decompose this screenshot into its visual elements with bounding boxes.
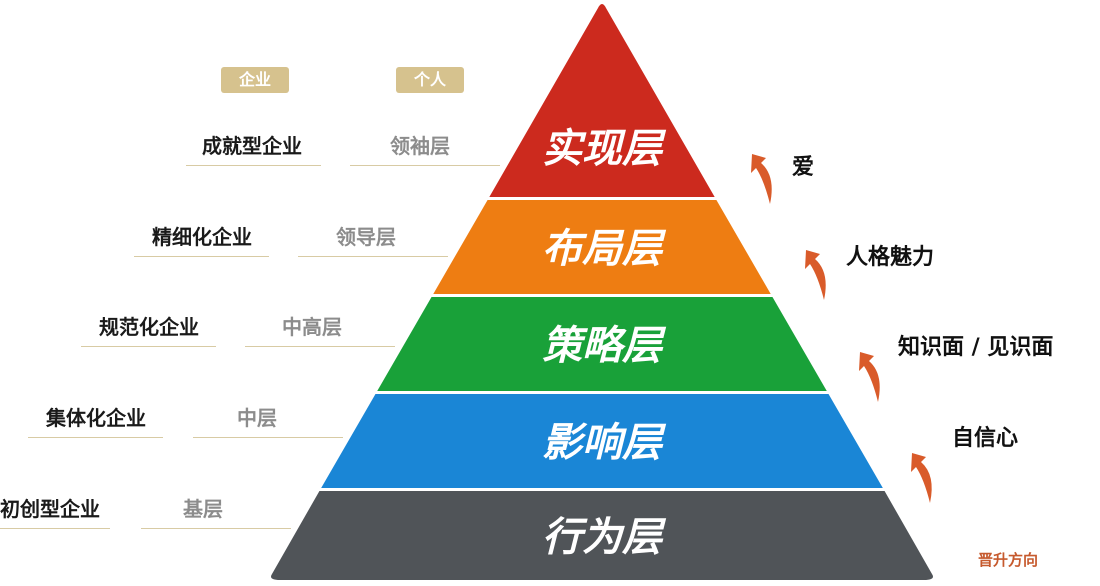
level-band-behavior: 行为层 bbox=[271, 491, 933, 580]
level-name: 行为层 bbox=[542, 515, 667, 561]
individual-label-manager: 领导层 bbox=[336, 225, 396, 249]
level-band-layout: 布局层 bbox=[433, 200, 771, 294]
enterprise-underline bbox=[0, 528, 110, 529]
enterprise-underline bbox=[28, 437, 163, 438]
level-name: 布局层 bbox=[542, 226, 667, 272]
level-name: 策略层 bbox=[542, 323, 667, 369]
individual-label-leader: 领袖层 bbox=[390, 134, 450, 158]
promotion-arrow-icon bbox=[911, 453, 932, 503]
individual-label-middle: 中层 bbox=[237, 406, 277, 430]
individual-tag: 个人 bbox=[396, 67, 464, 93]
enterprise-label-standardized: 规范化企业 bbox=[99, 315, 199, 339]
trait-love: 爱 bbox=[792, 155, 815, 180]
level-band-strategy: 策略层 bbox=[377, 297, 827, 391]
trait-confidence: 自信心 bbox=[952, 426, 1019, 451]
individual-underline bbox=[245, 346, 395, 347]
individual-underline bbox=[350, 165, 500, 166]
enterprise-label-startup: 初创型企业 bbox=[0, 497, 100, 521]
enterprise-underline bbox=[186, 165, 321, 166]
level-band-influence: 影响层 bbox=[321, 394, 883, 488]
enterprise-label-refined: 精细化企业 bbox=[152, 225, 252, 249]
promotion-direction-label: 晋升方向 bbox=[978, 551, 1039, 569]
individual-label-grassroots: 基层 bbox=[183, 497, 223, 521]
promotion-arrow-icon bbox=[805, 250, 826, 300]
trait-knowledge: 知识面 / 见识面 bbox=[898, 335, 1054, 360]
level-name: 影响层 bbox=[542, 420, 667, 466]
enterprise-tag: 企业 bbox=[221, 67, 289, 93]
individual-underline bbox=[298, 256, 448, 257]
enterprise-underline bbox=[81, 346, 216, 347]
enterprise-label-achievement: 成就型企业 bbox=[202, 134, 302, 158]
enterprise-label-collective: 集体化企业 bbox=[46, 406, 146, 430]
level-band-realization: 实现层 bbox=[489, 4, 715, 197]
individual-underline bbox=[193, 437, 343, 438]
promotion-arrow-icon bbox=[859, 352, 880, 402]
enterprise-underline bbox=[134, 256, 269, 257]
trait-charisma: 人格魅力 bbox=[846, 245, 935, 270]
promotion-arrow-icon bbox=[751, 154, 772, 204]
level-name: 实现层 bbox=[542, 126, 667, 172]
individual-label-upper-middle: 中高层 bbox=[282, 315, 342, 339]
individual-underline bbox=[141, 528, 291, 529]
